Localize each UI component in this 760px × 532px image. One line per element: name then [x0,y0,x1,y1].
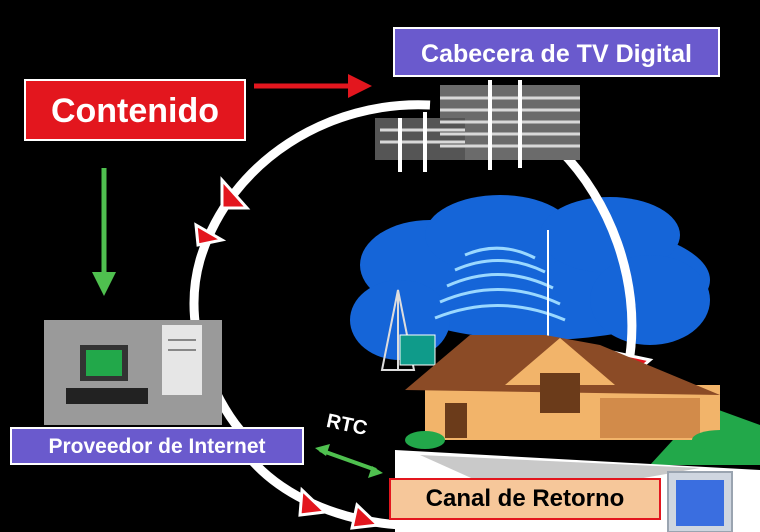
rtc-link-arrow [315,444,383,478]
content-to-isp-arrow [92,168,116,296]
headend-building-icon [375,80,580,172]
isp-computers-icon [44,320,222,425]
content-to-headend-arrow [254,74,372,98]
isp-label: Proveedor de Internet [10,427,304,465]
return-channel-label: Canal de Retorno [389,478,661,520]
tv-set-icon [667,471,733,532]
headend-label: Cabecera de TV Digital [393,27,720,77]
content-label: Contenido [24,79,246,141]
